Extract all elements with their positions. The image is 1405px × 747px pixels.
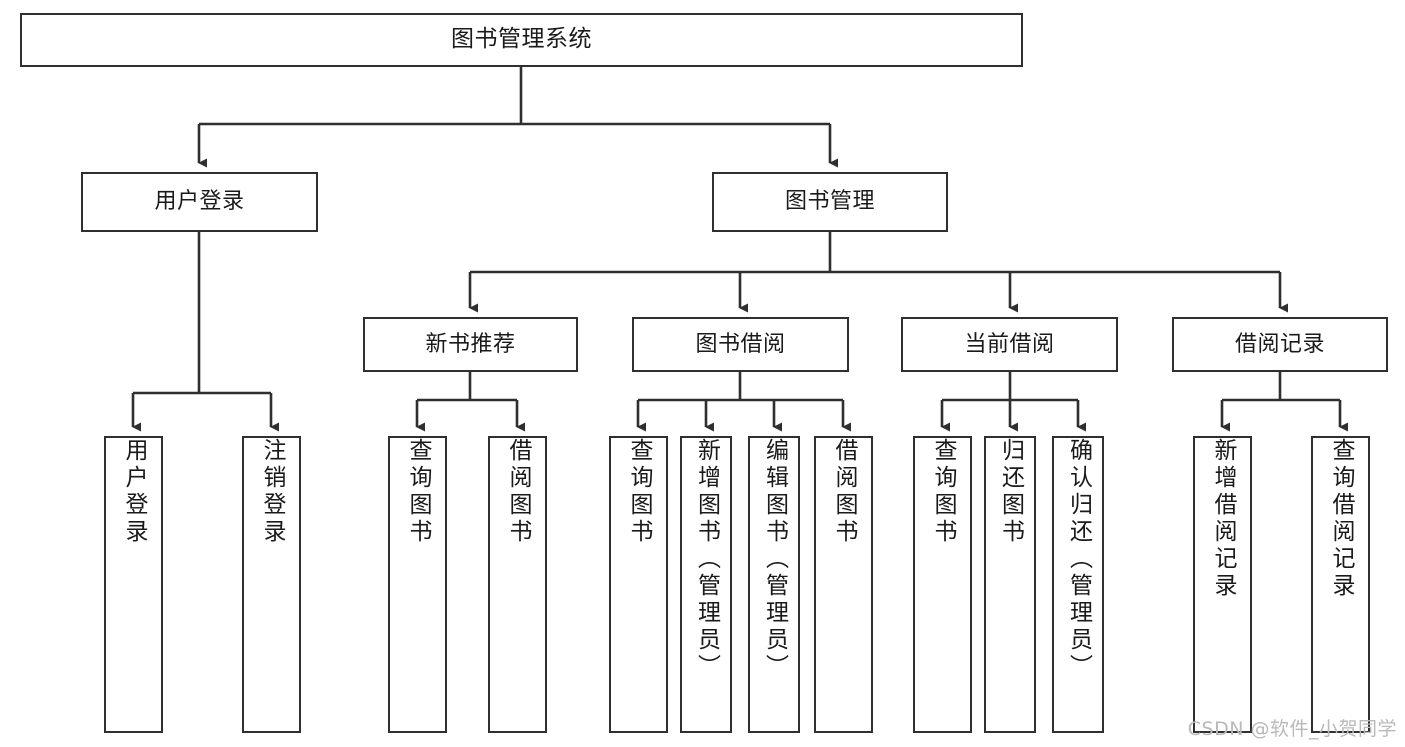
node-borrow-record[interactable]: 借阅记录 <box>1172 317 1388 372</box>
node-book-manage[interactable]: 图书管理 <box>712 172 948 232</box>
node-user-login-label: 用户登录 <box>154 189 245 215</box>
node-leaf-borrow-book-2-label: 借阅图书 <box>831 438 857 546</box>
node-book-manage-label: 图书管理 <box>784 189 875 215</box>
node-leaf-confirm-return[interactable]: 确认归还（管理员） <box>1052 436 1104 733</box>
node-leaf-query-record[interactable]: 查询借阅记录 <box>1311 436 1370 733</box>
node-leaf-borrow-book-1[interactable]: 借阅图书 <box>488 436 547 733</box>
node-leaf-add-record-label: 新增借阅记录 <box>1210 438 1236 600</box>
node-leaf-edit-book[interactable]: 编辑图书（管理员） <box>748 436 800 733</box>
node-leaf-user-login-label: 用户登录 <box>121 438 147 546</box>
node-leaf-query-book-1-label: 查询图书 <box>405 438 431 546</box>
csdn-watermark: CSDN @软件_小贺同学 <box>1187 718 1397 740</box>
node-current-borrow[interactable]: 当前借阅 <box>901 317 1118 372</box>
node-leaf-return-book-label: 归还图书 <box>997 438 1024 546</box>
node-borrow-record-label: 借阅记录 <box>1234 331 1325 357</box>
node-leaf-add-book[interactable]: 新增图书（管理员） <box>680 436 732 733</box>
node-leaf-query-book-3[interactable]: 查询图书 <box>913 436 972 733</box>
node-book-borrow-label: 图书借阅 <box>695 331 786 357</box>
node-leaf-logout-login-label: 注销登录 <box>259 438 285 546</box>
node-user-login[interactable]: 用户登录 <box>81 172 318 232</box>
node-leaf-return-book[interactable]: 归还图书 <box>984 436 1036 733</box>
node-leaf-logout-login[interactable]: 注销登录 <box>242 436 301 733</box>
node-leaf-add-book-label: 新增图书（管理员） <box>693 438 720 681</box>
node-new-book-recommend[interactable]: 新书推荐 <box>363 317 578 372</box>
node-leaf-query-book-1[interactable]: 查询图书 <box>388 436 447 733</box>
node-leaf-user-login[interactable]: 用户登录 <box>104 436 163 733</box>
node-leaf-query-book-2[interactable]: 查询图书 <box>609 436 668 733</box>
node-root-label: 图书管理系统 <box>451 26 592 53</box>
node-root[interactable]: 图书管理系统 <box>20 13 1023 67</box>
node-leaf-borrow-book-2[interactable]: 借阅图书 <box>814 436 873 733</box>
node-leaf-query-book-2-label: 查询图书 <box>626 438 652 546</box>
node-leaf-query-book-3-label: 查询图书 <box>930 438 956 546</box>
node-leaf-confirm-return-label: 确认归还（管理员） <box>1065 438 1092 681</box>
node-new-book-recommend-label: 新书推荐 <box>425 331 516 357</box>
node-leaf-query-record-label: 查询借阅记录 <box>1328 438 1354 600</box>
node-book-borrow[interactable]: 图书借阅 <box>632 317 849 372</box>
node-current-borrow-label: 当前借阅 <box>964 331 1055 357</box>
node-leaf-borrow-book-1-label: 借阅图书 <box>505 438 531 546</box>
node-leaf-add-record[interactable]: 新增借阅记录 <box>1193 436 1252 733</box>
node-leaf-edit-book-label: 编辑图书（管理员） <box>761 438 788 681</box>
